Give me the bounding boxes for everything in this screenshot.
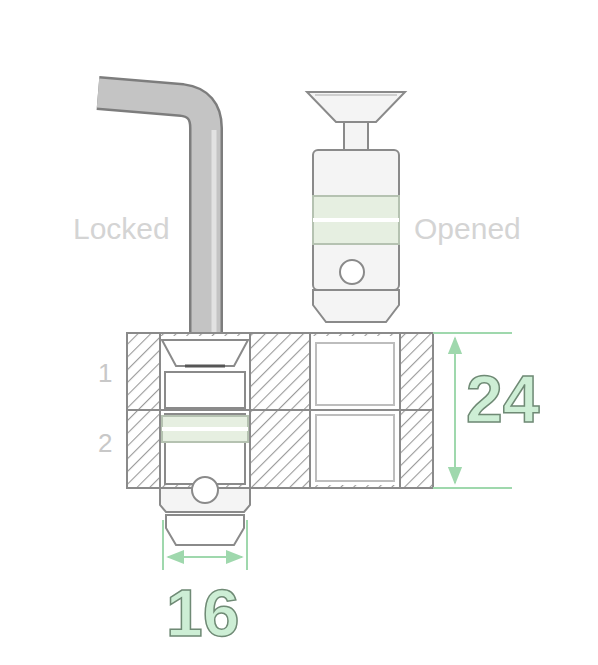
dimension-lines [163,333,512,570]
state-label: Locked [73,214,170,244]
dimension-value: 24 [466,366,539,432]
clamp-block [127,333,433,488]
plate-number: 2 [98,430,112,456]
locked-fastener [160,340,250,545]
opened-fastener [307,92,405,322]
dimension-value: 16 [166,580,239,646]
plate-number: 1 [98,360,112,386]
state-label: Opened [414,214,521,244]
